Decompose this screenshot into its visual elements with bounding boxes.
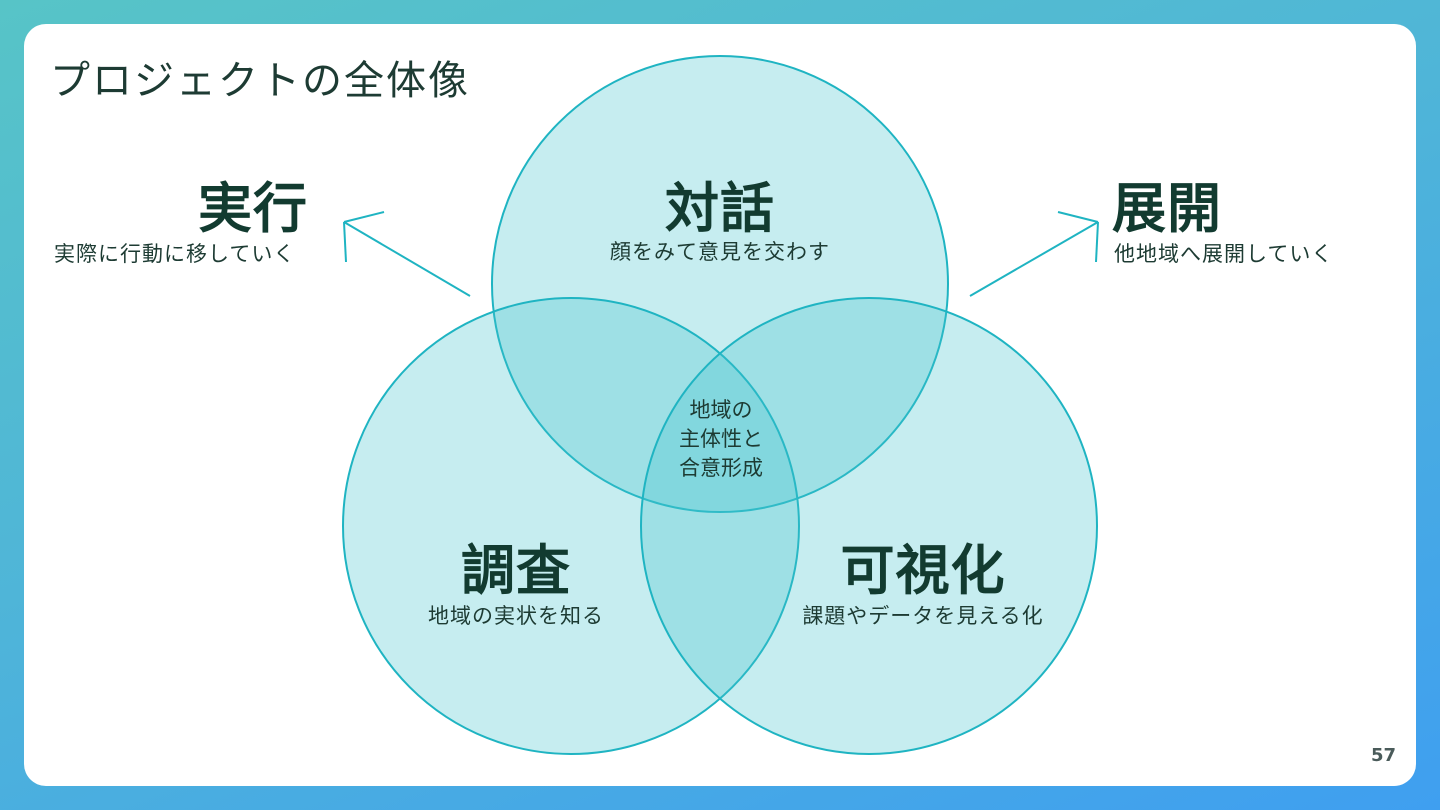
circle-bottom-right-heading: 可視化: [840, 539, 1006, 602]
page-number: 57: [1370, 745, 1396, 766]
slide: プロジェクトの全体像 対話 顔をみて意見を交わす 調査 地域の実状を知る 可視化…: [24, 24, 1416, 786]
circle-top-sub: 顔をみて意見を交わす: [610, 240, 830, 264]
circle-top: [491, 55, 949, 513]
slide-title: プロジェクトの全体像: [50, 58, 470, 104]
circle-bottom-right-sub: 課題やデータを見える化: [802, 604, 1044, 628]
side-left-heading: 実行: [198, 177, 308, 240]
center-line-2: 主体性と: [679, 427, 763, 451]
circle-top-heading: 対話: [665, 177, 775, 240]
arrow-up-left-icon: [343, 211, 471, 297]
side-left-sub: 実際に行動に移していく: [54, 242, 296, 266]
circle-bottom-left-sub: 地域の実状を知る: [428, 604, 604, 628]
center-intersection-text: 地域の 主体性と 合意形成: [660, 396, 782, 483]
arrow-up-right-icon: [969, 211, 1099, 297]
circle-bottom-left: [342, 297, 800, 755]
side-right-heading: 展開: [1112, 177, 1222, 240]
circle-bottom-right: [640, 297, 1098, 755]
venn-diagram: [342, 55, 1099, 755]
center-line-3: 合意形成: [679, 456, 763, 480]
circle-bottom-left-heading: 調査: [461, 539, 571, 602]
center-line-1: 地域の: [689, 398, 753, 422]
side-right-sub: 他地域へ展開していく: [1114, 242, 1334, 266]
